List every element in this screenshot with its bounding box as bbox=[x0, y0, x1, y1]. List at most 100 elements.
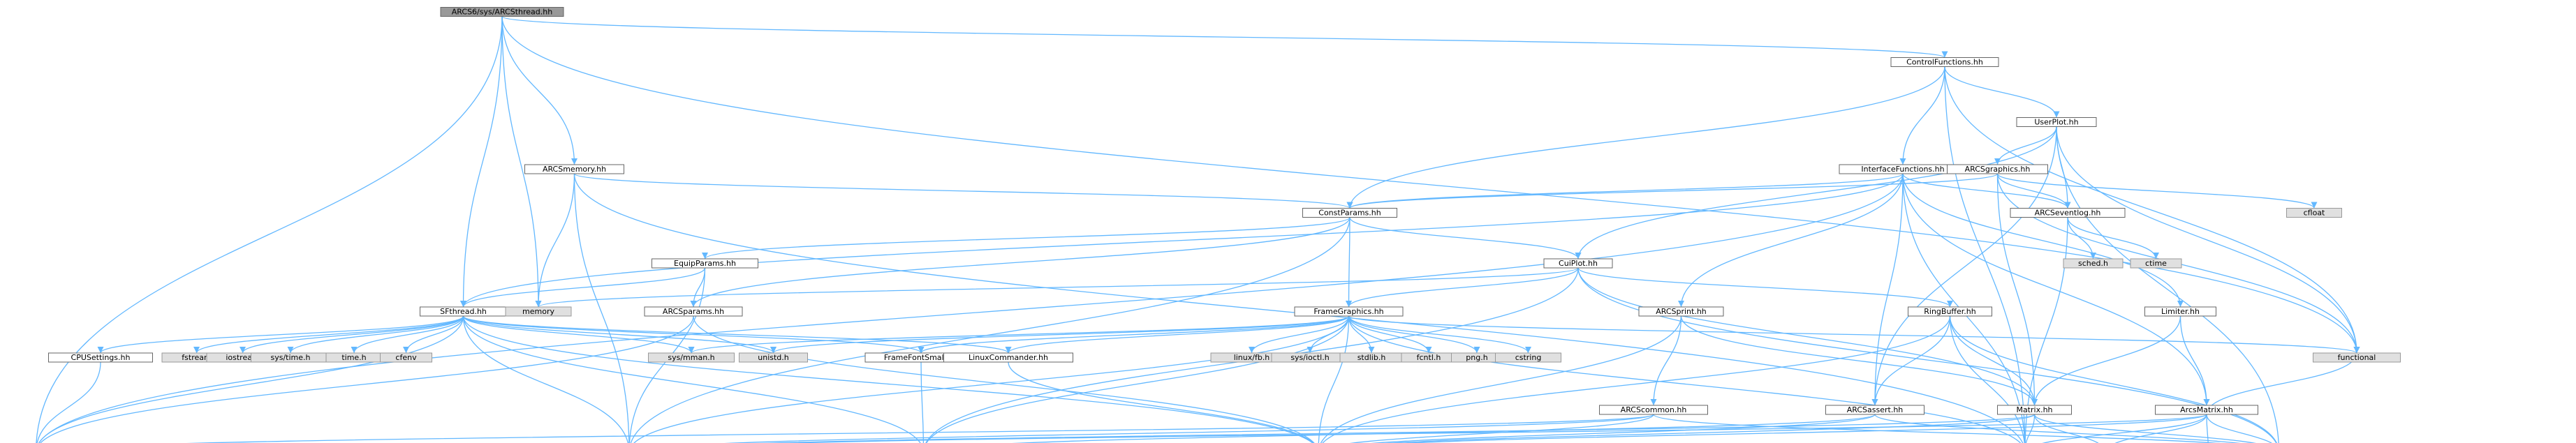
edge-framegraphics-to-array bbox=[1348, 315, 2021, 443]
node-cstring: cstring bbox=[1495, 352, 1561, 363]
node-arcscommon[interactable]: ARCScommon.hh bbox=[1599, 405, 1708, 415]
node-label-equipparams: EquipParams.hh bbox=[674, 259, 736, 268]
node-label-cstring: cstring bbox=[1515, 353, 1542, 362]
node-arcsgraphics[interactable]: ARCSgraphics.hh bbox=[1947, 164, 2048, 174]
edge-layer bbox=[36, 15, 2360, 443]
edge-cuiplot-to-ringbuffer bbox=[1577, 267, 1953, 308]
edge-sfthread-to-cpusettings bbox=[97, 315, 464, 354]
edge-cuiplot-to-matrix bbox=[1577, 267, 2038, 406]
edge-arcsprint-to-matrix bbox=[1680, 315, 2038, 406]
node-ringbuffer[interactable]: RingBuffer.hh bbox=[1908, 306, 1992, 317]
edge-sfthread-to-cstdint bbox=[462, 315, 921, 443]
node-box-memory bbox=[505, 306, 572, 317]
edge-userplot-to-functional bbox=[2056, 126, 2360, 354]
node-box-framegraphics bbox=[1294, 306, 1404, 317]
edge-root-to-controlfunctions bbox=[501, 15, 1948, 59]
edge-arcsmatrix-to-string bbox=[1401, 414, 2207, 443]
node-label-unistdh: unistd.h bbox=[758, 353, 789, 362]
node-box-cuiplot bbox=[1543, 258, 1613, 269]
node-cuiplot[interactable]: CuiPlot.hh bbox=[1543, 258, 1613, 269]
edge-framegraphics-to-cstdint bbox=[926, 315, 1350, 443]
node-box-arcsprint bbox=[1638, 306, 1724, 317]
edge-arcsmemory-to-memory bbox=[535, 173, 575, 308]
edge-ringbuffer-to-array bbox=[1949, 315, 2025, 443]
node-box-userplot bbox=[2016, 117, 2097, 127]
node-box-root bbox=[440, 7, 564, 17]
node-label-arcsgraphics: ARCSgraphics.hh bbox=[1965, 165, 2031, 174]
edge-arcsgraphics-to-cfloat bbox=[1996, 173, 2318, 209]
node-label-ringbuffer: RingBuffer.hh bbox=[1924, 307, 1975, 316]
node-arcsparams[interactable]: ARCSparams.hh bbox=[644, 306, 743, 317]
node-box-limiter bbox=[2144, 306, 2216, 317]
node-cfloat: cfloat bbox=[2286, 208, 2342, 218]
node-arcsprint[interactable]: ARCSprint.hh bbox=[1638, 306, 1724, 317]
edge-constparams-to-equipparams bbox=[702, 216, 1350, 260]
node-label-arcsmemory: ARCSmemory.hh bbox=[543, 165, 606, 174]
node-label-arcseventlog: ARCSeventlog.hh bbox=[2035, 209, 2101, 218]
node-box-equipparams bbox=[652, 258, 758, 269]
edge-arcsgraphics-to-arcseventlog bbox=[1996, 173, 2071, 209]
edge-linuxcommander-to-string bbox=[1008, 361, 1314, 443]
node-box-sysmmanh bbox=[648, 352, 735, 363]
edge-framegraphics-to-linuxfbh bbox=[1248, 315, 1350, 354]
edge-controlfunctions-to-constparams bbox=[1346, 66, 1945, 209]
node-linuxcommander[interactable]: LinuxCommander.hh bbox=[943, 352, 1073, 363]
edge-framegraphics-to-stdlibh bbox=[1348, 315, 1375, 354]
node-label-controlfunctions: ControlFunctions.hh bbox=[1906, 58, 1983, 67]
edge-sfthread-to-fstream bbox=[193, 315, 464, 354]
node-constparams[interactable]: ConstParams.hh bbox=[1302, 208, 1397, 218]
node-label-memory: memory bbox=[522, 307, 554, 316]
edge-sfthread-to-string bbox=[462, 315, 1313, 443]
node-box-controlfunctions bbox=[1890, 57, 1999, 67]
edge-root-to-functional bbox=[501, 16, 2360, 354]
node-label-arcscommon: ARCScommon.hh bbox=[1621, 405, 1687, 414]
edge-cpusettings-to-pthreadh bbox=[36, 361, 101, 443]
node-controlfunctions[interactable]: ControlFunctions.hh bbox=[1890, 57, 1999, 67]
node-cpusettings[interactable]: CPUSettings.hh bbox=[48, 352, 153, 363]
edge-constparams-to-cmath bbox=[630, 217, 1350, 443]
node-cfenv: cfenv bbox=[380, 352, 432, 363]
edge-cuiplot-to-cassert bbox=[1577, 267, 2277, 443]
node-box-ringbuffer bbox=[1908, 306, 1992, 317]
node-userplot[interactable]: UserPlot.hh bbox=[2016, 117, 2097, 127]
edge-arcsparams-to-pthreadh bbox=[40, 315, 694, 443]
node-box-cstring bbox=[1495, 352, 1561, 363]
node-arcsassert[interactable]: ARCSassert.hh bbox=[1825, 405, 1924, 415]
node-matrix[interactable]: Matrix.hh bbox=[1997, 405, 2072, 415]
node-unistdh: unistd.h bbox=[739, 352, 808, 363]
node-label-schedh: sched.h bbox=[2078, 259, 2108, 268]
node-label-cuiplot: CuiPlot.hh bbox=[1559, 259, 1598, 268]
node-box-cfenv bbox=[380, 352, 432, 363]
edge-framegraphics-to-linuxcommander bbox=[1005, 315, 1350, 354]
node-arcsmemory[interactable]: ARCSmemory.hh bbox=[524, 164, 624, 174]
node-root[interactable]: ARCS6/sys/ARCSthread.hh bbox=[440, 7, 564, 17]
node-framegraphics[interactable]: FrameGraphics.hh bbox=[1294, 306, 1404, 317]
node-label-arcsprint: ARCSprint.hh bbox=[1656, 307, 1707, 316]
node-sfthread[interactable]: SFthread.hh bbox=[420, 306, 507, 317]
edge-matrix-to-array bbox=[2025, 414, 2036, 443]
edge-constparams-to-framegraphics bbox=[1345, 217, 1353, 308]
node-arcseventlog[interactable]: ARCSeventlog.hh bbox=[2010, 208, 2126, 218]
node-label-userplot: UserPlot.hh bbox=[2034, 118, 2078, 127]
node-arcsmatrix[interactable]: ArcsMatrix.hh bbox=[2155, 405, 2258, 415]
edge-arcsgraphics-to-matrix bbox=[1996, 173, 2038, 406]
node-label-pngh: png.h bbox=[1466, 353, 1487, 362]
edge-ringbuffer-to-matrix bbox=[1949, 315, 2038, 406]
edge-arcsmatrix-to-cmath bbox=[776, 414, 2207, 443]
edge-ringbuffer-to-cassert bbox=[1949, 315, 2277, 443]
edge-framegraphics-to-cstring bbox=[1348, 315, 1531, 354]
node-interfacefunctions[interactable]: InterfaceFunctions.hh bbox=[1839, 164, 1967, 174]
node-sysioctlh: sys/ioctl.h bbox=[1271, 352, 1349, 363]
node-box-schedh bbox=[2063, 258, 2124, 269]
edge-arcseventlog-to-schedh bbox=[2067, 217, 2097, 260]
node-limiter[interactable]: Limiter.hh bbox=[2144, 306, 2216, 317]
node-equipparams[interactable]: EquipParams.hh bbox=[652, 258, 758, 269]
node-label-framefontsmall: FrameFontSmall.hh bbox=[884, 353, 958, 362]
node-label-linuxfbh: linux/fb.h bbox=[1234, 353, 1270, 362]
edge-arcscommon-to-cassert bbox=[1653, 414, 2221, 443]
node-label-cpusettings: CPUSettings.hh bbox=[71, 353, 131, 362]
edge-arcsmemory-to-constparams bbox=[573, 173, 1353, 209]
edge-limiter-to-matrix bbox=[2031, 315, 2181, 406]
edge-framegraphics-to-functional bbox=[1348, 315, 2360, 354]
